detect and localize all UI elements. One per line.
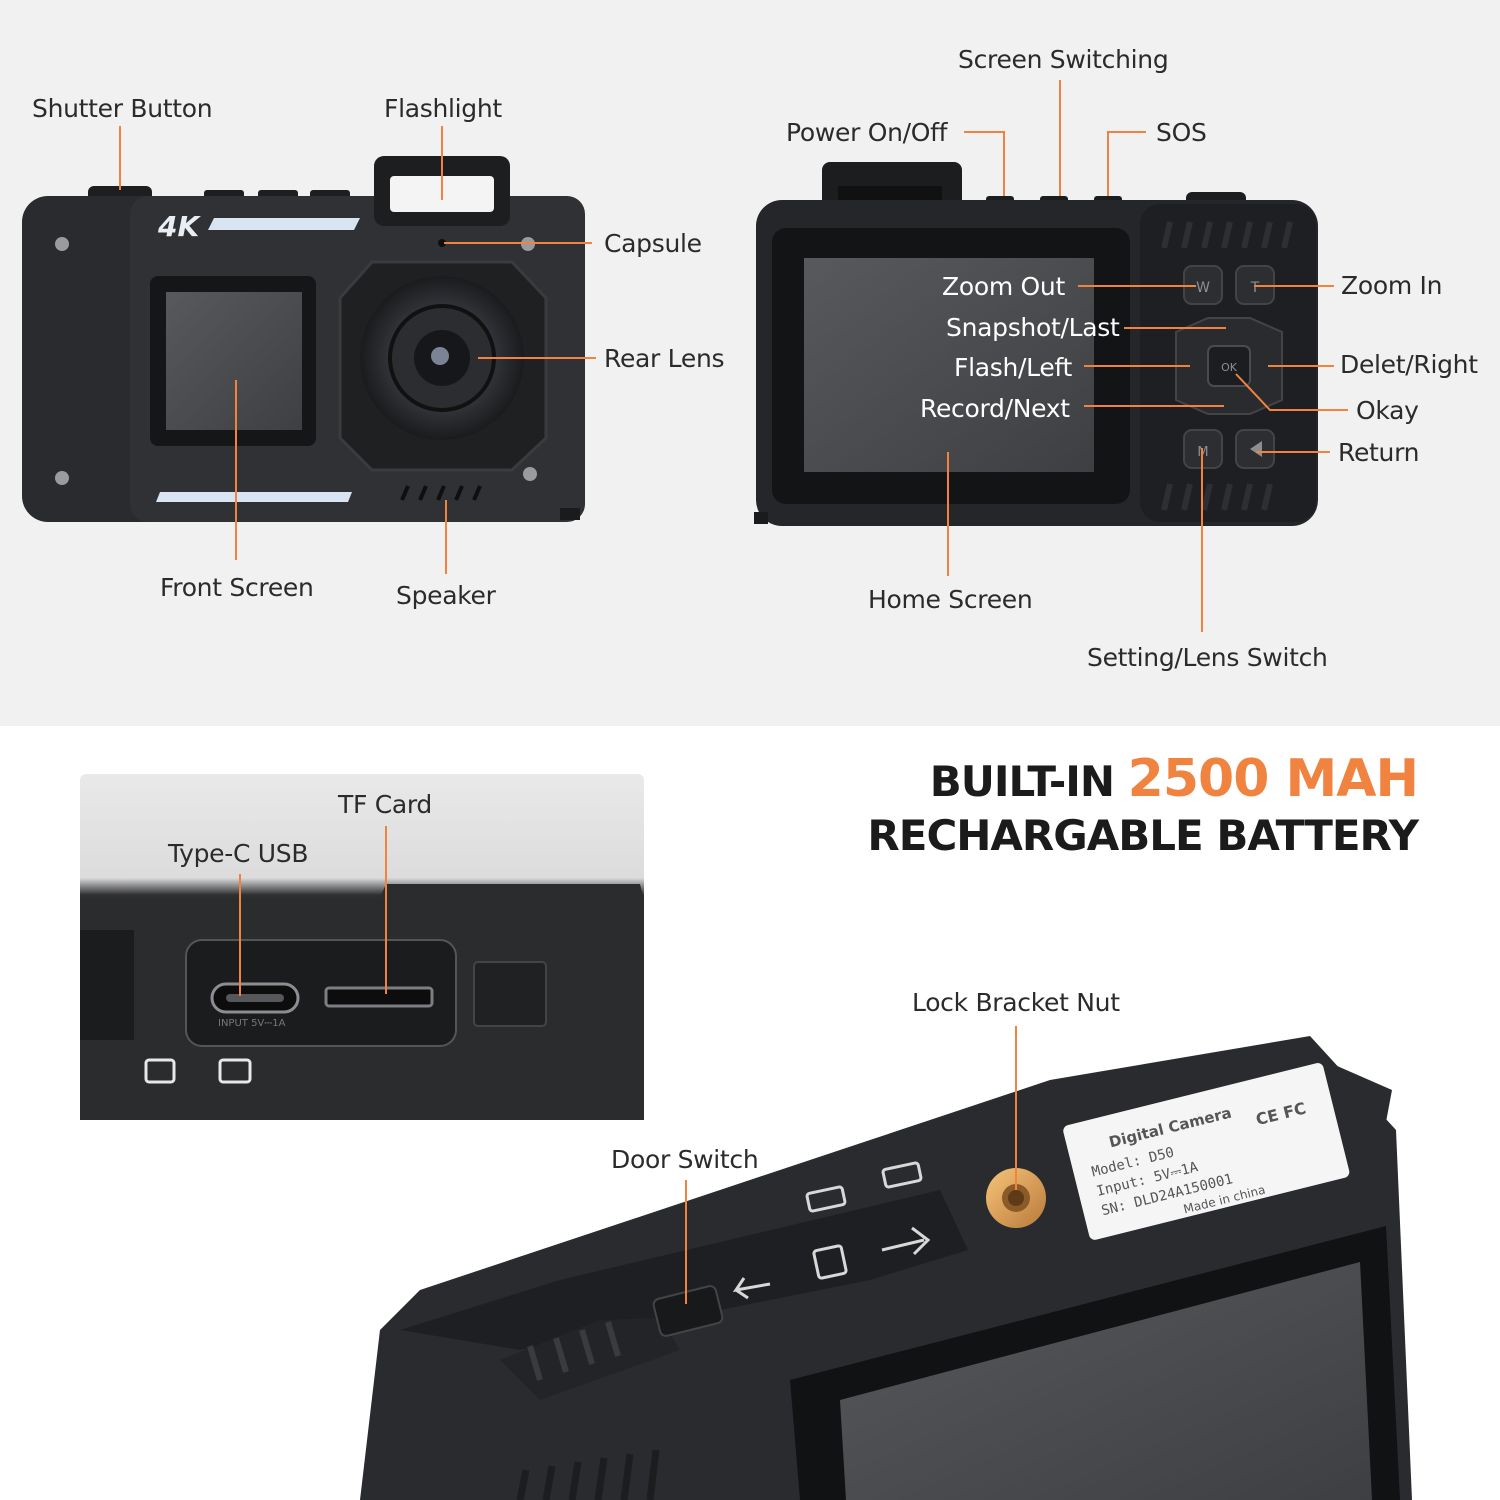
4k-badge: 4K <box>157 210 201 243</box>
label-type-c-usb: Type-C USB <box>168 839 309 868</box>
tf-card-icon <box>812 1244 848 1280</box>
back-camera: W T OK M <box>754 162 1318 526</box>
ports-closeup: INPUT 5V⎓1A <box>80 774 644 1120</box>
battery-capacity: 2500 MAH <box>1127 749 1419 809</box>
home-screen <box>804 258 1094 472</box>
label-sticker: Digital Camera Model: D50 Input: 5V⎓1A S… <box>1063 1063 1350 1240</box>
battery-suffix: RECHARGABLE BATTERY <box>867 811 1419 860</box>
label-home-screen: Home Screen <box>868 585 1033 614</box>
bottom-camera: Digital Camera Model: D50 Input: 5V⎓1A S… <box>360 1036 1412 1500</box>
label-door-switch: Door Switch <box>611 1145 759 1174</box>
battery-line-1: BUILT-IN 2500 MAH <box>867 749 1419 809</box>
leader-lines <box>119 80 1348 1304</box>
door-switch <box>652 1285 724 1337</box>
label-setting-lens-switch: Setting/Lens Switch <box>1087 643 1328 672</box>
port-print: INPUT 5V⎓1A <box>218 1018 286 1029</box>
label-return: Return <box>1338 438 1420 467</box>
label-zoom-out: Zoom Out <box>942 272 1065 301</box>
label-power: Power On/Off <box>786 118 948 147</box>
label-shutter-button: Shutter Button <box>32 94 213 123</box>
label-delete-right: Delet/Right <box>1340 350 1478 379</box>
arrow-left-icon <box>732 1277 771 1300</box>
label-front-screen: Front Screen <box>160 573 314 602</box>
label-tf-card: TF Card <box>338 790 432 819</box>
ok-button <box>1207 345 1251 387</box>
lock-icon-bottom <box>881 1161 923 1189</box>
speaker-grille <box>400 485 482 501</box>
zoom-in-glyph: T <box>1250 280 1260 296</box>
zoom-out-glyph: W <box>1196 280 1210 296</box>
unlock-icon <box>144 1058 176 1084</box>
ok-glyph: OK <box>1221 361 1238 374</box>
port-compartment <box>185 939 457 1047</box>
label-lock-bracket-nut: Lock Bracket Nut <box>912 988 1120 1017</box>
label-snapshot-last: Snapshot/Last <box>946 313 1120 342</box>
lock-icon <box>218 1058 252 1084</box>
label-speaker: Speaker <box>396 581 496 610</box>
arrow-right-icon <box>881 1226 931 1256</box>
label-record-next: Record/Next <box>920 394 1070 423</box>
label-sos: SOS <box>1156 118 1207 147</box>
label-flash-left: Flash/Left <box>954 353 1072 382</box>
label-zoom-in: Zoom In <box>1341 271 1443 300</box>
label-okay: Okay <box>1356 396 1419 425</box>
label-flashlight: Flashlight <box>384 94 502 123</box>
bottom-view-screen <box>840 1262 1372 1500</box>
label-screen-switching: Screen Switching <box>958 45 1169 74</box>
battery-prefix: BUILT-IN <box>929 757 1115 806</box>
tf-card-slot <box>324 986 434 1008</box>
front-camera: 4K <box>22 156 585 522</box>
label-capsule: Capsule <box>604 229 702 258</box>
label-rear-lens: Rear Lens <box>604 344 725 373</box>
unlock-icon-bottom <box>805 1185 847 1213</box>
capsule-mic <box>438 239 446 247</box>
battery-headline: BUILT-IN 2500 MAH RECHARGABLE BATTERY <box>867 749 1419 863</box>
